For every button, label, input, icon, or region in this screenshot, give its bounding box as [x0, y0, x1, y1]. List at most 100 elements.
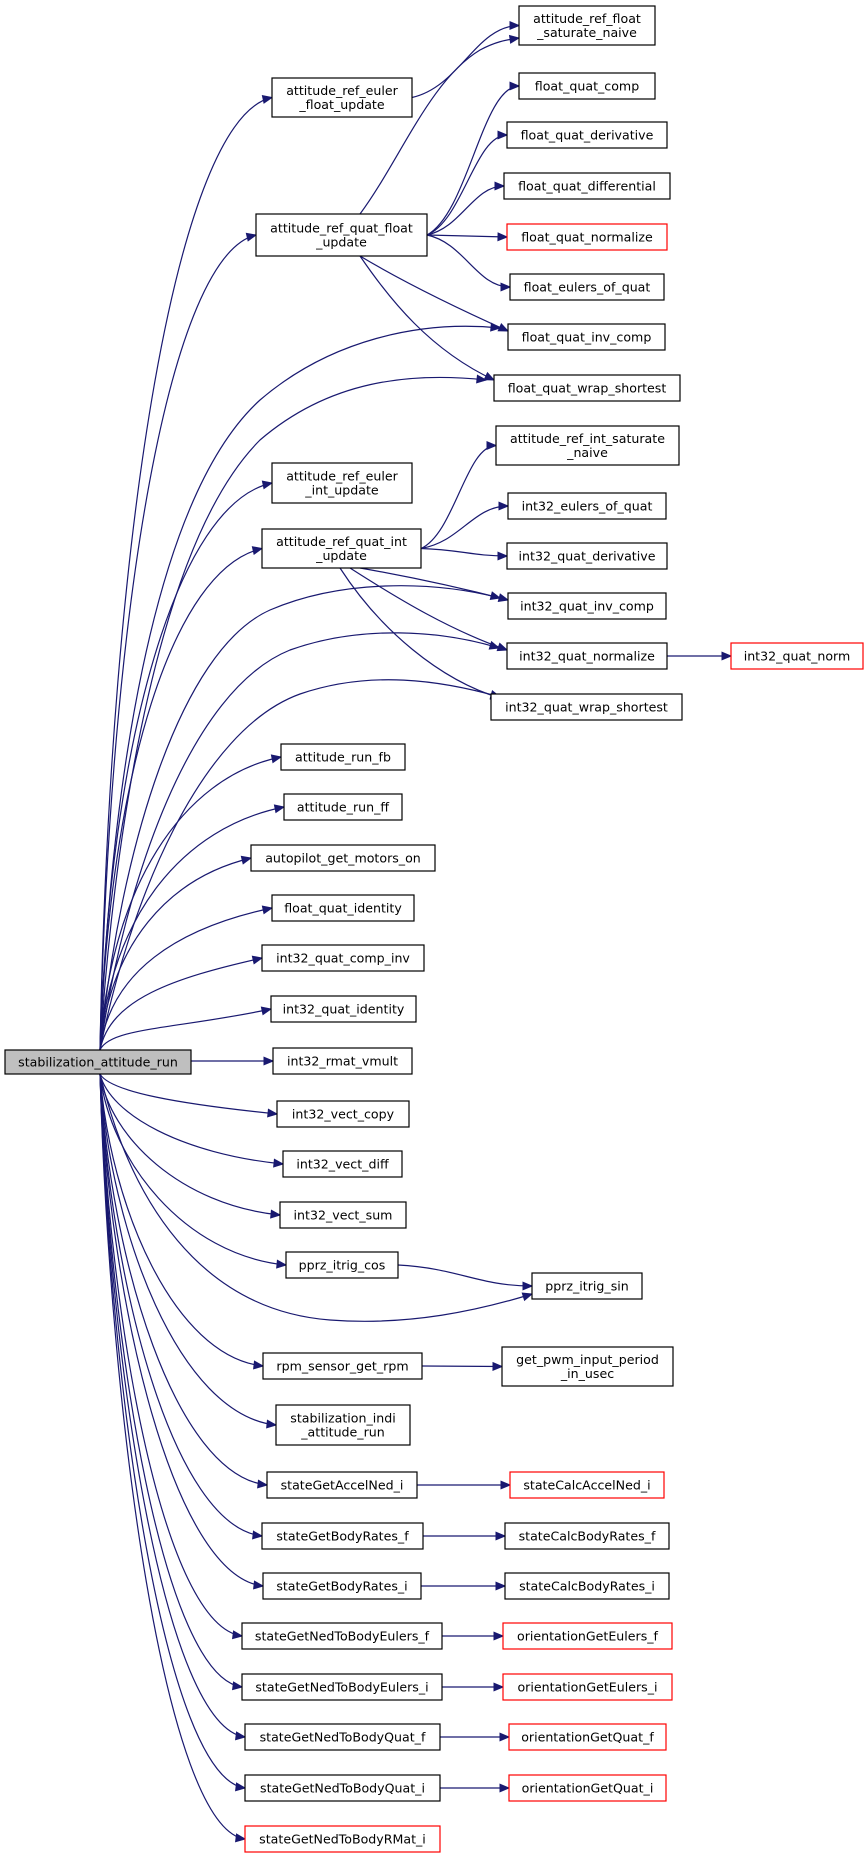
- call-edge-stateGetBodyRates_f-to-stateCalcBodyRates_f: [423, 1531, 507, 1541]
- node-label: get_pwm_input_period: [516, 1352, 659, 1367]
- call-edge-stabilization_attitude_run-to-float_quat_identity: [99, 905, 274, 1051]
- call-edge-stabilization_attitude_run-to-int32_vect_diff: [99, 1073, 285, 1168]
- node-int32_quat_comp_inv[interactable]: int32_quat_comp_inv: [261, 944, 425, 972]
- node-attitude_ref_euler_float_update[interactable]: attitude_ref_euler_float_update: [271, 77, 413, 118]
- node-int32_quat_derivative[interactable]: int32_quat_derivative: [506, 542, 668, 570]
- node-stabilization_indi_attitude_run[interactable]: stabilization_indi_attitude_run: [275, 1404, 411, 1446]
- node-stateGetBodyRates_i[interactable]: stateGetBodyRates_i: [262, 1572, 422, 1600]
- call-edge-stabilization_attitude_run-to-stateGetNedToBodyEulers_i: [99, 1073, 244, 1691]
- call-edge-stateGetNedToBodyQuat_i-to-orientationGetQuat_i: [440, 1783, 511, 1793]
- node-int32_vect_diff[interactable]: int32_vect_diff: [282, 1150, 403, 1178]
- node-int32_eulers_of_quat[interactable]: int32_eulers_of_quat: [507, 492, 667, 520]
- call-edge-stabilization_attitude_run-to-int32_quat_identity: [99, 1006, 273, 1051]
- call-edge-attitude_ref_quat_float_update-to-attitude_ref_float_saturate_naive: [359, 34, 521, 215]
- function-nodes: stabilization_attitude_run attitude_ref_e…: [4, 5, 864, 1853]
- node-label: int32_vect_diff: [296, 1157, 389, 1172]
- node-int32_vect_sum[interactable]: int32_vect_sum: [279, 1201, 407, 1229]
- call-edge-pprz_itrig_cos-to-pprz_itrig_sin: [397, 1264, 534, 1291]
- call-edge-stabilization_attitude_run-to-int32_vect_sum: [99, 1073, 282, 1219]
- node-stateCalcBodyRates_i[interactable]: stateCalcBodyRates_i: [504, 1572, 670, 1600]
- node-float_quat_derivative[interactable]: float_quat_derivative: [506, 121, 668, 149]
- node-pprz_itrig_sin[interactable]: pprz_itrig_sin: [531, 1272, 643, 1300]
- node-float_quat_inv_comp[interactable]: float_quat_inv_comp: [507, 323, 666, 351]
- call-edge-attitude_ref_quat_float_update-to-float_quat_wrap_shortest: [359, 255, 496, 381]
- node-label: rpm_sensor_get_rpm: [276, 1359, 408, 1374]
- call-edge-attitude_ref_quat_int_update-to-attitude_ref_int_saturate_naive: [420, 440, 498, 550]
- node-label: _saturate_naive: [536, 25, 637, 40]
- node-label: int32_quat_wrap_shortest: [505, 700, 668, 715]
- node-stateGetBodyRates_f[interactable]: stateGetBodyRates_f: [261, 1522, 424, 1550]
- node-label: stabilization_indi: [290, 1411, 395, 1426]
- node-attitude_ref_euler_int_update[interactable]: attitude_ref_euler_int_update: [271, 462, 413, 504]
- call-edge-int32_quat_normalize-to-int32_quat_norm: [667, 651, 733, 661]
- node-attitude_ref_quat_float_update[interactable]: attitude_ref_quat_float_update: [255, 213, 428, 257]
- node-stateGetNedToBodyRMat_i[interactable]: stateGetNedToBodyRMat_i: [244, 1825, 441, 1853]
- node-get_pwm_input_period_in_usec[interactable]: get_pwm_input_period_in_usec: [501, 1346, 674, 1387]
- call-edge-stabilization_attitude_run-to-attitude_ref_quat_float_update: [99, 232, 258, 1051]
- node-label: attitude_ref_float: [533, 11, 641, 26]
- node-label: stateCalcBodyRates_f: [519, 1529, 656, 1544]
- call-edge-attitude_ref_quat_float_update-to-float_eulers_of_quat: [426, 234, 512, 292]
- call-edge-stateGetNedToBodyEulers_i-to-orientationGetEulers_i: [442, 1682, 505, 1692]
- node-label: attitude_run_fb: [295, 750, 391, 765]
- node-label: orientationGetEulers_f: [517, 1629, 659, 1644]
- node-int32_quat_wrap_shortest[interactable]: int32_quat_wrap_shortest: [490, 693, 683, 721]
- node-label: int32_vect_sum: [294, 1208, 393, 1223]
- node-label: _attitude_run: [300, 1425, 385, 1440]
- node-int32_quat_inv_comp[interactable]: int32_quat_inv_comp: [507, 592, 667, 620]
- node-int32_vect_copy[interactable]: int32_vect_copy: [276, 1100, 410, 1128]
- node-stateCalcBodyRates_f[interactable]: stateCalcBodyRates_f: [504, 1522, 670, 1550]
- node-float_quat_normalize[interactable]: float_quat_normalize: [506, 223, 668, 251]
- node-label: attitude_ref_quat_int: [276, 534, 407, 549]
- node-label: float_quat_normalize: [521, 230, 653, 245]
- node-label: pprz_itrig_sin: [545, 1279, 629, 1294]
- node-label: _update: [315, 548, 367, 563]
- node-int32_quat_norm[interactable]: int32_quat_norm: [730, 642, 864, 670]
- call-edge-stateGetBodyRates_i-to-stateCalcBodyRates_i: [421, 1581, 507, 1591]
- node-label: _naive: [566, 445, 608, 460]
- call-edge-stabilization_attitude_run-to-stateGetNedToBodyQuat_i: [99, 1073, 247, 1792]
- node-label: int32_vect_copy: [292, 1107, 395, 1122]
- node-label: orientationGetQuat_f: [521, 1730, 654, 1745]
- call-edge-stateGetNedToBodyQuat_f-to-orientationGetQuat_f: [440, 1732, 511, 1742]
- call-edge-stabilization_attitude_run-to-attitude_run_fb: [99, 754, 283, 1051]
- node-stateGetNedToBodyQuat_f[interactable]: stateGetNedToBodyQuat_f: [244, 1723, 441, 1751]
- node-pprz_itrig_cos[interactable]: pprz_itrig_cos: [285, 1251, 399, 1279]
- node-orientationGetQuat_i[interactable]: orientationGetQuat_i: [508, 1774, 667, 1802]
- call-edge-stabilization_attitude_run-to-int32_rmat_vmult: [191, 1056, 275, 1066]
- node-float_quat_comp[interactable]: float_quat_comp: [518, 72, 656, 100]
- node-stateGetNedToBodyEulers_i[interactable]: stateGetNedToBodyEulers_i: [241, 1673, 443, 1701]
- node-label: stateGetNedToBodyEulers_i: [255, 1680, 428, 1695]
- node-label: float_quat_derivative: [521, 128, 654, 143]
- node-stateGetNedToBodyEulers_f[interactable]: stateGetNedToBodyEulers_f: [241, 1622, 443, 1650]
- node-label: stateGetNedToBodyRMat_i: [259, 1832, 426, 1847]
- call-edge-stateGetAccelNed_i-to-stateCalcAccelNed_i: [417, 1480, 512, 1490]
- node-orientationGetQuat_f[interactable]: orientationGetQuat_f: [508, 1723, 667, 1751]
- node-autopilot_get_motors_on[interactable]: autopilot_get_motors_on: [250, 844, 436, 872]
- node-int32_rmat_vmult[interactable]: int32_rmat_vmult: [272, 1047, 413, 1075]
- node-stateGetAccelNed_i[interactable]: stateGetAccelNed_i: [266, 1471, 418, 1499]
- node-attitude_ref_quat_int_update[interactable]: attitude_ref_quat_int_update: [261, 528, 422, 569]
- call-edge-stabilization_attitude_run-to-attitude_ref_euler_float_update: [99, 95, 274, 1051]
- node-attitude_run_ff[interactable]: attitude_run_ff: [283, 793, 403, 821]
- node-int32_quat_identity[interactable]: int32_quat_identity: [270, 995, 417, 1023]
- call-edge-attitude_ref_euler_float_update-to-attitude_ref_float_saturate_naive: [411, 20, 521, 99]
- node-attitude_ref_int_saturate_naive[interactable]: attitude_ref_int_saturate_naive: [495, 425, 680, 466]
- node-float_quat_wrap_shortest[interactable]: float_quat_wrap_shortest: [493, 374, 681, 402]
- call-edge-stabilization_attitude_run-to-pprz_itrig_sin: [99, 1073, 534, 1322]
- node-int32_quat_normalize[interactable]: int32_quat_normalize: [506, 642, 668, 670]
- node-label: stateGetBodyRates_i: [276, 1579, 407, 1594]
- node-stabilization_attitude_run[interactable]: stabilization_attitude_run: [4, 1049, 192, 1075]
- node-label: _update: [315, 235, 367, 250]
- node-orientationGetEulers_i[interactable]: orientationGetEulers_i: [502, 1673, 673, 1701]
- node-attitude_ref_float_saturate_naive[interactable]: attitude_ref_float_saturate_naive: [518, 5, 656, 46]
- node-attitude_run_fb[interactable]: attitude_run_fb: [280, 743, 406, 771]
- node-rpm_sensor_get_rpm[interactable]: rpm_sensor_get_rpm: [262, 1352, 423, 1380]
- node-float_eulers_of_quat[interactable]: float_eulers_of_quat: [509, 273, 665, 301]
- node-orientationGetEulers_f[interactable]: orientationGetEulers_f: [502, 1622, 673, 1650]
- node-float_quat_identity[interactable]: float_quat_identity: [271, 894, 415, 922]
- node-stateGetNedToBodyQuat_i[interactable]: stateGetNedToBodyQuat_i: [244, 1774, 441, 1802]
- node-stateCalcAccelNed_i[interactable]: stateCalcAccelNed_i: [509, 1471, 665, 1499]
- call-edge-stabilization_attitude_run-to-stateGetNedToBodyEulers_f: [99, 1073, 244, 1640]
- node-float_quat_differential[interactable]: float_quat_differential: [503, 172, 671, 200]
